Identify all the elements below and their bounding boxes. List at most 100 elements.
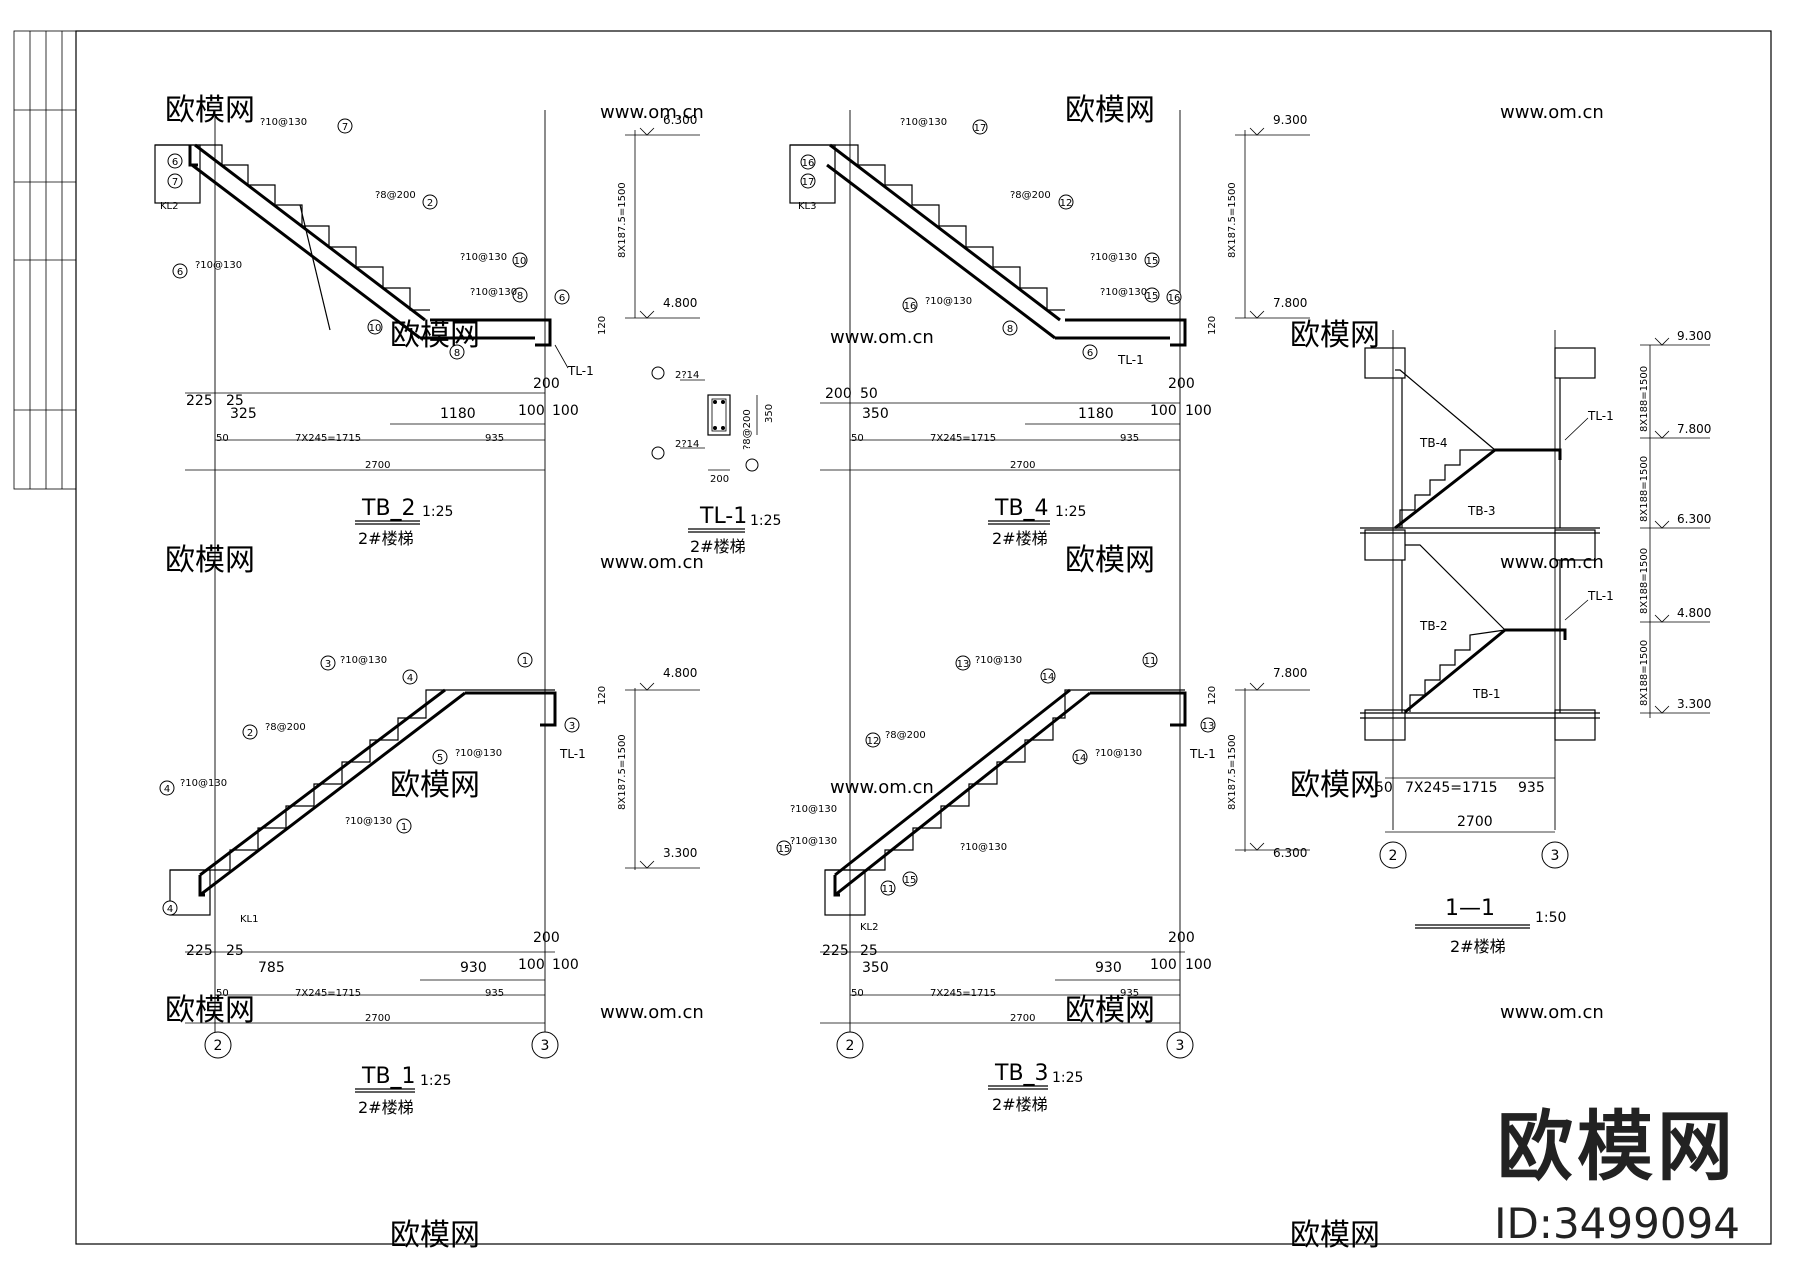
rise-note: 8X188=1500: [1639, 548, 1650, 614]
rebar-label: ?10@130: [925, 296, 972, 307]
dim: 200: [533, 930, 560, 946]
dim: 120: [1207, 686, 1218, 705]
dim: 2700: [365, 460, 390, 471]
dim: 2700: [1457, 814, 1493, 830]
marker: 8: [1007, 324, 1013, 335]
dim: 50: [216, 988, 229, 999]
panel-scale: 1:50: [1535, 910, 1566, 926]
dim: 350: [764, 404, 775, 423]
rebar-label: 2?14: [675, 370, 699, 381]
elevation: 3.300: [1677, 697, 1711, 711]
marker: 5: [437, 753, 443, 764]
elevation: 9.300: [1273, 113, 1307, 127]
dim: 50: [216, 433, 229, 444]
elevation: 6.300: [663, 113, 697, 127]
rebar-label: ?10@130: [260, 117, 307, 128]
watermark-cn: 欧模网: [165, 993, 255, 1028]
dim: 50: [851, 988, 864, 999]
dim: 7X245=1715: [295, 433, 361, 444]
rise-note: 8X188=1500: [1639, 456, 1650, 522]
rebar-label: ?10@130: [1090, 252, 1137, 263]
marker: 15: [1146, 291, 1159, 302]
rise-note: 8X188=1500: [1639, 366, 1650, 432]
rebar-label: ?10@130: [460, 252, 507, 263]
rebar-label: ?10@130: [340, 655, 387, 666]
dim: 935: [485, 433, 504, 444]
flight-label: TB-4: [1419, 436, 1448, 450]
dim: 935: [485, 988, 504, 999]
marker: 12: [867, 736, 880, 747]
dim: 7X245=1715: [1405, 780, 1498, 796]
dim: 7X245=1715: [295, 988, 361, 999]
rebar-label: ?10@130: [790, 836, 837, 847]
axis-label: 2: [1389, 848, 1398, 864]
marker: 15: [904, 875, 917, 886]
marker: 4: [164, 784, 170, 795]
elevation: 3.300: [663, 846, 697, 860]
marker: 8: [517, 291, 523, 302]
dim: 120: [597, 316, 608, 335]
elevation: 6.300: [1273, 846, 1307, 860]
rise-note: 8X187.5=1500: [617, 182, 628, 258]
watermark-layer: 欧模网 欧模网 欧模网 欧模网 欧模网 欧模网 欧模网 欧模网 欧模网 欧模网 …: [165, 93, 1604, 1253]
panel-section: TB-4 TB-3 TB-2 TB-1 TL-1 TL-1 9.300 7.80…: [1360, 329, 1711, 956]
watermark-cn: 欧模网: [1065, 93, 1155, 128]
elevation: 9.300: [1677, 329, 1711, 343]
watermark-cn: 欧模网: [1290, 318, 1380, 353]
watermark-url: www.om.cn: [1500, 1002, 1604, 1023]
watermark-url: www.om.cn: [600, 552, 704, 573]
dim: 120: [1207, 316, 1218, 335]
watermark-url: www.om.cn: [1500, 552, 1604, 573]
dim: 100: [1185, 403, 1212, 419]
watermark-url: www.om.cn: [830, 777, 934, 798]
rebar-label: ?10@130: [180, 778, 227, 789]
tl-label: TL-1: [1587, 409, 1614, 423]
brand-id: ID:3499094: [1494, 1199, 1740, 1248]
dim: 930: [460, 960, 487, 976]
marker: 2: [247, 728, 253, 739]
dim: 25: [226, 943, 244, 959]
marker: 1: [522, 656, 528, 667]
dim: 7X245=1715: [930, 433, 996, 444]
axis-bubble: [1379, 841, 1407, 869]
axis-bubble: [531, 1031, 559, 1059]
marker: 2: [427, 198, 433, 209]
watermark-cn: 欧模网: [165, 543, 255, 578]
rebar-label: ?10@130: [1095, 748, 1142, 759]
rebar-label: ?10@130: [1100, 287, 1147, 298]
marker: 11: [882, 884, 895, 895]
sheet-border: [75, 30, 1772, 1245]
beam-label: KL1: [240, 914, 259, 925]
marker: 10: [514, 256, 527, 267]
marker: 4: [407, 673, 413, 684]
marker: 4: [167, 904, 173, 915]
axis-bubble: [1541, 841, 1569, 869]
marker: 16: [1168, 293, 1181, 304]
dim: 50: [860, 386, 878, 402]
tl-label: TL-1: [567, 364, 594, 378]
dim: 100: [518, 403, 545, 419]
panel-subtitle: 2#楼梯: [358, 529, 414, 548]
dim: 7X245=1715: [930, 988, 996, 999]
rebar-label: ?8@200: [742, 409, 753, 450]
watermark-cn: 欧模网: [1065, 993, 1155, 1028]
marker: 11: [1144, 656, 1157, 667]
beam-label: KL3: [798, 201, 817, 212]
panel-title: 1—1: [1445, 896, 1495, 921]
elevation: 7.800: [1273, 666, 1307, 680]
marker: 14: [1042, 672, 1055, 683]
watermark-cn: 欧模网: [390, 318, 480, 353]
marker: 17: [974, 123, 987, 134]
marker: 10: [369, 323, 382, 334]
flight-label: TB-3: [1467, 504, 1496, 518]
marker: 13: [1202, 721, 1215, 732]
dim: 100: [1185, 957, 1212, 973]
axis-bubble: [204, 1031, 232, 1059]
axis-label: 2: [214, 1038, 223, 1054]
rebar-label: ?8@200: [375, 190, 416, 201]
marker: 15: [778, 844, 791, 855]
dim: 200: [1168, 930, 1195, 946]
axis-label: 2: [846, 1038, 855, 1054]
elevation: 4.800: [1677, 606, 1711, 620]
